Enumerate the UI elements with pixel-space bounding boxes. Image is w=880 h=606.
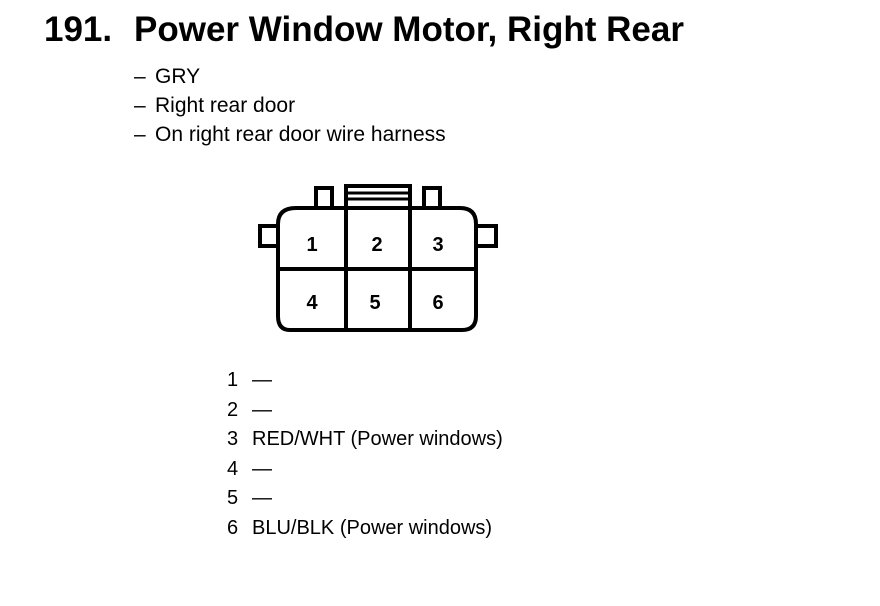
info-harness: –On right rear door wire harness (134, 120, 446, 149)
component-number: 191. (44, 10, 113, 49)
pin-circuit: — (252, 398, 272, 421)
cavity-1-label: 1 (306, 234, 317, 256)
pin-number: 2 (227, 398, 239, 421)
bullet-dash: – (134, 123, 146, 146)
pin-number: 6 (227, 516, 239, 539)
connector-face-diagram: 1 2 3 4 5 6 (258, 184, 498, 332)
component-name: Power Window Motor, Right Rear (134, 10, 684, 49)
cavity-3-label: 3 (432, 234, 443, 256)
pin-row: 1— (227, 366, 503, 396)
pin-row: 3 RED/WHT (Power windows) (227, 425, 503, 455)
pin-circuit: RED/WHT (Power windows) (252, 428, 503, 450)
left-top-tab (314, 186, 334, 210)
info-color: –GRY (134, 62, 446, 91)
cavity-6-label: 6 (432, 292, 443, 314)
bullet-dash: – (134, 94, 146, 117)
info-text: GRY (155, 65, 201, 88)
pin-number: 5 (227, 487, 239, 509)
bullet-dash: – (134, 65, 146, 88)
pin-circuit: BLU/BLK (Power windows) (252, 516, 493, 539)
pin-circuit: — (252, 369, 272, 391)
pin-number: 3 (227, 428, 239, 450)
info-location: –Right rear door (134, 91, 446, 120)
pin-circuit: — (252, 487, 272, 509)
pin-row: 6 BLU/BLK (Power windows) (227, 514, 503, 544)
cavity-5-label: 5 (369, 292, 380, 314)
pin-row: 5— (227, 484, 503, 514)
connector-info-list: –GRY –Right rear door –On right rear doo… (134, 62, 446, 149)
pin-circuit: — (252, 457, 272, 480)
info-text: On right rear door wire harness (155, 123, 446, 146)
pin-number: 1 (227, 369, 239, 391)
pin-number: 4 (227, 457, 239, 480)
page-title: 191. Power Window Motor, Right Rear (44, 6, 684, 54)
pin-row: 4— (227, 455, 503, 485)
cavity-2-label: 2 (371, 234, 382, 256)
pin-row: 2— (227, 396, 503, 426)
right-top-tab (422, 186, 442, 210)
info-text: Right rear door (155, 94, 296, 117)
cavity-4-label: 4 (306, 292, 318, 314)
